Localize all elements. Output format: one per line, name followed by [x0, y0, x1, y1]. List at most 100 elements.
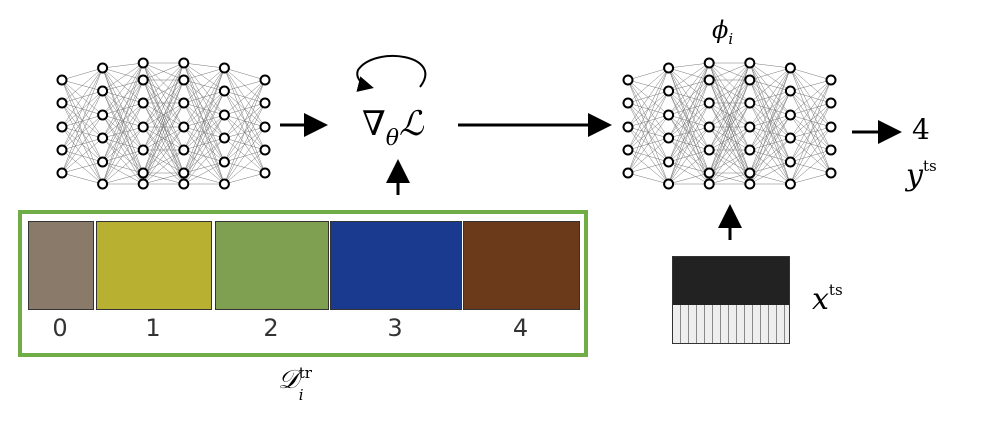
- network-node: [784, 85, 796, 97]
- train-image-singer: [330, 221, 462, 310]
- network-edge: [627, 149, 669, 163]
- network-node: [703, 97, 715, 109]
- network-edge: [183, 126, 225, 163]
- network-node: [825, 97, 837, 109]
- network-node: [622, 97, 634, 109]
- d-superscript: tr: [298, 364, 312, 382]
- network-edge: [61, 114, 103, 174]
- network-edge: [224, 79, 266, 116]
- network-edge: [224, 90, 266, 104]
- network-node: [259, 167, 271, 179]
- neural-network-left: [56, 57, 271, 190]
- network-edge: [183, 67, 225, 81]
- network-edge: [627, 67, 669, 104]
- network-edge: [61, 67, 103, 151]
- network-edge: [749, 67, 791, 104]
- network-node: [825, 74, 837, 86]
- network-edge: [102, 67, 144, 81]
- network-edge: [183, 149, 225, 163]
- network-edge: [224, 172, 266, 185]
- network-node: [703, 121, 715, 133]
- network-edge: [183, 62, 225, 139]
- network-node: [744, 178, 756, 190]
- network-edge: [102, 79, 144, 92]
- network-edge: [668, 149, 710, 185]
- network-node: [137, 167, 149, 179]
- network-edge: [627, 137, 669, 174]
- network-edge: [102, 79, 144, 185]
- phi-label: ϕi: [712, 16, 733, 48]
- network-node: [622, 144, 634, 156]
- network-edge: [102, 79, 144, 163]
- network-node: [784, 62, 796, 74]
- network-edge: [102, 172, 144, 185]
- piano-keys-graphic: [673, 305, 789, 343]
- network-edge: [749, 90, 791, 174]
- network-edge: [224, 102, 266, 185]
- network-edge: [224, 79, 266, 92]
- network-node: [218, 85, 230, 97]
- network-edge: [183, 62, 225, 92]
- loop-arrow: [356, 55, 427, 92]
- network-node: [622, 74, 634, 86]
- network-edge: [143, 62, 184, 104]
- network-edge: [790, 79, 832, 92]
- network-edge: [708, 102, 751, 185]
- network-edge: [790, 90, 832, 104]
- network-node: [703, 167, 715, 179]
- network-edge: [224, 161, 266, 174]
- network-edge: [143, 126, 184, 174]
- neural-network-right: [622, 57, 837, 190]
- network-edge: [749, 67, 791, 185]
- network-node: [825, 121, 837, 133]
- x-superscript: ts: [828, 281, 843, 299]
- network-edge: [61, 90, 103, 174]
- network-edge: [142, 62, 185, 128]
- theta-subscript: θ: [385, 126, 399, 151]
- network-node: [663, 132, 675, 144]
- network-node: [56, 97, 68, 109]
- network-edge: [627, 67, 669, 151]
- network-edge: [709, 149, 750, 174]
- network-node: [259, 74, 271, 86]
- network-node: [663, 178, 675, 190]
- network-edge: [708, 62, 751, 151]
- network-edge: [61, 67, 103, 128]
- network-edge: [102, 126, 144, 185]
- network-edge: [749, 137, 791, 185]
- network-edge: [102, 62, 144, 185]
- loss-symbol: ℒ: [399, 104, 424, 144]
- network-edge: [143, 172, 184, 185]
- network-node: [259, 97, 271, 109]
- network-edge: [102, 126, 144, 163]
- network-edge: [627, 161, 669, 174]
- network-edge: [183, 90, 225, 104]
- network-edge: [143, 149, 184, 174]
- network-edge: [709, 79, 750, 128]
- network-node: [97, 62, 109, 74]
- network-edge: [143, 62, 184, 81]
- nabla-symbol: ∇: [362, 104, 386, 144]
- network-edge: [102, 62, 144, 163]
- network-edge: [143, 79, 184, 128]
- y-ts-label: yts: [906, 157, 937, 193]
- network-edge: [709, 126, 750, 151]
- network-edge: [668, 90, 710, 104]
- network-edge: [143, 126, 184, 151]
- network-edge: [708, 102, 751, 174]
- network-node: [703, 74, 715, 86]
- network-node: [218, 62, 230, 74]
- network-edge: [224, 149, 266, 163]
- network-node: [56, 74, 68, 86]
- network-edge: [224, 67, 266, 81]
- network-node: [178, 57, 190, 69]
- network-edge: [790, 172, 832, 185]
- train-image-dog: [215, 221, 329, 310]
- network-edge: [709, 62, 750, 81]
- network-node: [784, 132, 796, 144]
- network-edge: [627, 102, 669, 185]
- network-edge: [142, 62, 185, 151]
- network-edge: [183, 90, 225, 185]
- network-edge: [102, 67, 144, 185]
- network-edge: [709, 172, 750, 185]
